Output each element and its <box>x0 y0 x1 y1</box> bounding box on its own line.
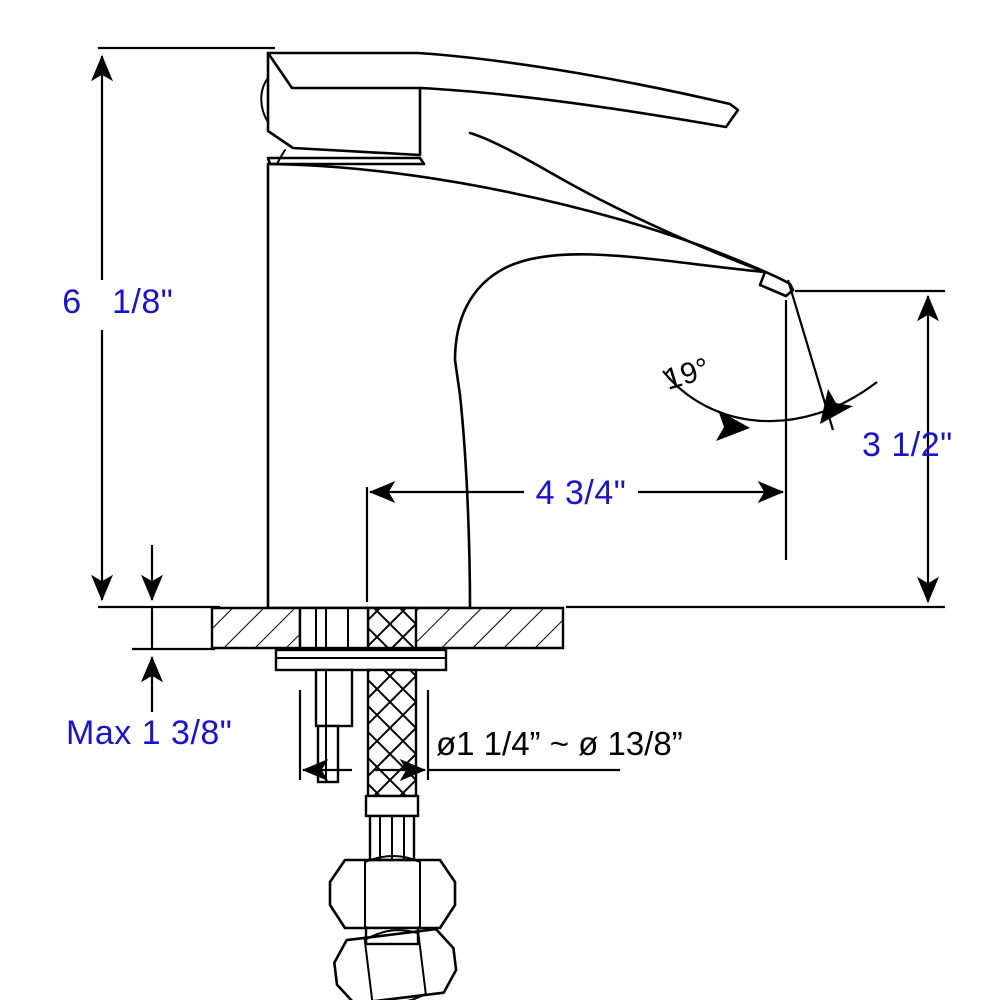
supply-hose-in-deck <box>366 606 418 650</box>
mounting-bolt <box>314 668 354 784</box>
faucet-body <box>266 162 472 610</box>
overall-height-value-whole: 6 <box>62 283 81 321</box>
dimension-overall-height: 6 1/8" <box>62 46 275 609</box>
countertop-left-slab <box>210 606 302 650</box>
threaded-nipple <box>368 814 416 862</box>
dimension-spout-reach: 4 3/4" <box>365 300 788 602</box>
supply-hose-lower <box>366 668 418 798</box>
hose-crimp-collar <box>364 794 420 818</box>
mounting-hardware <box>274 606 458 1000</box>
hex-nut-lower <box>333 927 458 1000</box>
faucet-outline <box>260 51 795 610</box>
angle-arrow-right <box>820 389 853 424</box>
spout <box>266 131 795 362</box>
max-deck-thickness-value: Max 1 3/8" <box>66 714 232 752</box>
mounting-shank-in-deck <box>298 606 370 650</box>
dimension-max-deck-thickness: Max 1 3/8" <box>66 545 232 752</box>
lever-handle <box>260 51 740 166</box>
dimension-mounting-hole: ø1 1/4” ~ ø 13/8” <box>298 690 683 781</box>
mounting-hole-value: ø1 1/4” ~ ø 13/8” <box>436 725 683 762</box>
countertop-section <box>210 606 565 650</box>
countertop-right-slab <box>410 606 565 650</box>
angle-arrow-left <box>716 410 750 441</box>
dimension-spout-angle: 19° <box>660 279 878 441</box>
dimension-spout-height: 3 1/2" <box>566 289 953 609</box>
overall-height-value-fraction: 1/8" <box>112 283 173 321</box>
spout-reach-value: 4 3/4" <box>536 474 627 512</box>
mounting-washer-plate <box>274 648 448 672</box>
spout-height-value: 3 1/2" <box>862 426 953 464</box>
